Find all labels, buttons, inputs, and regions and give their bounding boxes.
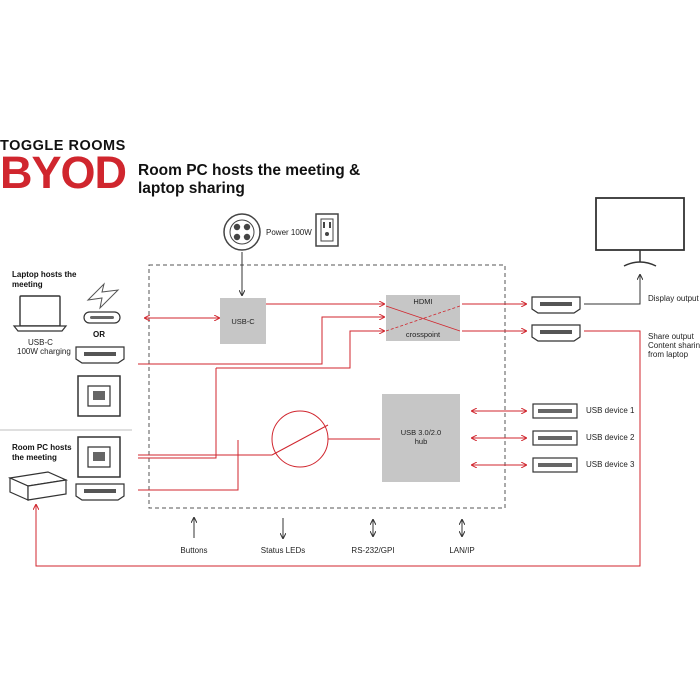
crosspoint-block-label: crosspoint	[405, 330, 441, 339]
laptop-usbb-port-icon	[77, 375, 121, 417]
laptop-charging-label: 100W charging	[17, 347, 71, 356]
laptop-usbb-path	[138, 400, 216, 454]
status-leds-label: Status LEDs	[260, 546, 306, 555]
hdmi-port-display-icon	[531, 296, 581, 314]
share-loop-path	[36, 330, 641, 567]
usb-device-1-label: USB device 1	[586, 406, 635, 415]
hdmi-crosspoint-block	[386, 295, 460, 341]
roompc-usbb-port-icon	[77, 436, 121, 478]
mini-pc-icon	[7, 471, 69, 501]
roompc-hdmi-link	[138, 453, 239, 491]
page-subtitle: Room PC hosts the meeting & laptop shari…	[138, 162, 361, 197]
usbc-block-label: USB-C	[231, 317, 255, 326]
brand-name: TOGGLE ROOMS	[0, 138, 126, 154]
usbc-port-icon	[83, 311, 121, 324]
laptop-section-title: Laptop hosts the meeting	[12, 270, 77, 289]
hdmi-block-label: HDMI	[413, 297, 433, 306]
hdmi-port-share-icon	[531, 324, 581, 342]
hub-block-label-2: hub	[414, 437, 428, 446]
display-output-label: Display output	[648, 294, 699, 303]
usb-a-port-2-icon	[532, 430, 578, 446]
power-outlet-icon	[315, 213, 339, 247]
laptop-hdmi-link	[138, 317, 384, 365]
usb-switch-circle	[271, 410, 329, 468]
roompc-hdmi-port-icon	[75, 483, 125, 501]
product-title: BYOD	[0, 147, 127, 198]
rs232-label: RS-232/GPI	[351, 546, 395, 555]
hdmi-return-path	[322, 330, 384, 364]
power-connector-icon	[223, 213, 261, 251]
display-to-monitor	[584, 275, 640, 305]
usb-a-port-1-icon	[532, 403, 578, 419]
power-label: Power 100W	[266, 228, 312, 237]
buttons-label: Buttons	[180, 546, 208, 555]
usb-device-3-label: USB device 3	[586, 460, 635, 469]
usbc-block	[220, 298, 266, 344]
roompc-section-title: Room PC hosts the meeting	[12, 443, 72, 462]
laptop-usbc-label: USB-C	[28, 338, 53, 347]
usb-a-port-3-icon	[532, 457, 578, 473]
laptop-hdmi-port-icon	[75, 346, 125, 364]
share-output-label-1: Share output	[648, 332, 694, 341]
share-output-label-2: Content sharing	[648, 341, 700, 350]
usb-device-2-label: USB device 2	[586, 433, 635, 442]
lightning-icon	[86, 282, 120, 310]
device-outline	[148, 264, 506, 509]
or-label: OR	[93, 330, 105, 339]
share-output-label-3: from laptop	[648, 350, 689, 359]
lan-label: LAN/IP	[449, 546, 475, 555]
hub-block-label-1: USB 3.0/2.0	[400, 428, 442, 437]
usb-hub-block	[382, 394, 460, 482]
roompc-hdmi-path	[138, 331, 384, 490]
laptop-icon	[12, 295, 68, 332]
monitor-icon	[595, 197, 685, 267]
